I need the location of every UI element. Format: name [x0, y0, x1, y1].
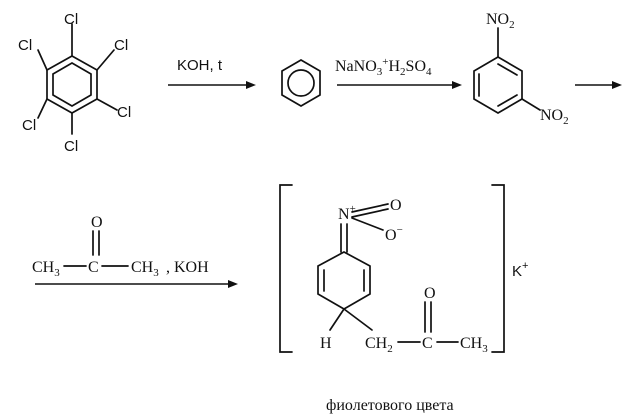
- hydrogen-atom: H: [320, 335, 332, 352]
- oxygen-top: O: [390, 197, 402, 214]
- dinitro-ring: [473, 56, 523, 114]
- carbonyl-oxygen: O: [424, 285, 436, 302]
- acetone-right-methyl: CH3: [131, 259, 159, 279]
- step2-reagent-label: NaNO3+H2SO4: [335, 56, 432, 78]
- acetone-reagent: O CH3 C CH3 , KOH: [32, 214, 209, 279]
- oxygen-bottom: O−: [385, 224, 403, 244]
- cl-lower-right-label: Cl: [117, 104, 131, 121]
- carbonyl-carbon: C: [422, 335, 433, 352]
- cl-top-label: Cl: [64, 11, 78, 28]
- cyclohexadiene-ring: [317, 251, 371, 310]
- potassium-counter-ion: K+: [512, 260, 528, 280]
- hexachloro-ring: [46, 55, 98, 114]
- hexachlorobenzene: Cl Cl Cl Cl Cl Cl: [18, 11, 131, 155]
- arrow-step3: [35, 280, 238, 288]
- hexachloro-inner-ring: [52, 62, 92, 107]
- nitrogen-atom: N+: [338, 203, 356, 223]
- arrow-step3-start: [575, 81, 622, 89]
- cl-lower-left-label: Cl: [22, 117, 36, 134]
- methylene-group: CH2: [365, 335, 393, 355]
- nitro-top-label: NO2: [486, 11, 515, 31]
- nitro-right-label: NO2: [540, 107, 569, 127]
- cl-bottom-label: Cl: [64, 138, 78, 155]
- right-bracket: [491, 184, 505, 353]
- benzene-ring: [281, 59, 321, 107]
- cl-upper-left-label: Cl: [18, 37, 32, 54]
- acetone-left-methyl: CH3: [32, 259, 60, 279]
- product-complex: N+ O O− H CH2 C O CH3: [279, 184, 528, 355]
- benzene: [281, 59, 321, 107]
- product-color-caption: фиолетового цвета: [326, 397, 454, 414]
- acetone-carbon: C: [88, 259, 99, 276]
- terminal-methyl: CH3: [460, 335, 488, 355]
- dinitrobenzene: NO2 NO2: [473, 11, 569, 127]
- left-bracket: [279, 184, 293, 353]
- koh-label: , KOH: [166, 259, 209, 276]
- arrow-step2: NaNO3+H2SO4: [335, 56, 462, 89]
- cl-upper-right-label: Cl: [114, 37, 128, 54]
- arrow-step1: KOH, t: [168, 57, 256, 89]
- benzene-aromatic-circle: [287, 69, 315, 97]
- acetone-oxygen: O: [91, 214, 103, 231]
- step1-reagent-label: KOH, t: [177, 57, 223, 74]
